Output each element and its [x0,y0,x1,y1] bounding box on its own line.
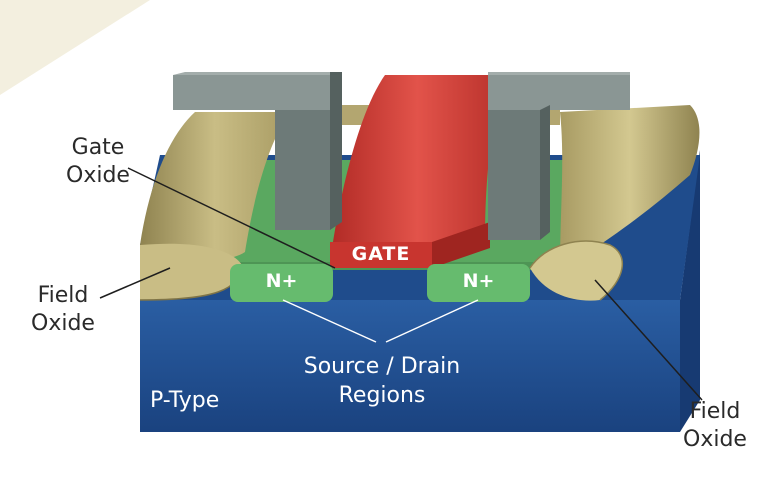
leader-gate-oxide [127,167,336,269]
field-oxide-right-label: Field Oxide [683,399,747,452]
contact-left [173,72,342,230]
field-oxide-left [139,112,290,301]
n-plus-region-right [427,264,530,302]
gate-electrode [330,75,505,268]
n-plus-left-label: N+ [265,270,298,292]
leader-field-oxide-left [99,267,171,299]
field-oxide-left-label: Field Oxide [31,283,95,336]
n-plus-right-label: N+ [462,270,495,292]
p-type-label: P-Type [150,388,220,413]
leader-source-drain-left [282,299,377,343]
n-plus-region-left [230,264,333,302]
source-drain-label: Source / Drain Regions [303,354,461,408]
gate-oxide-label: Gate Oxide [66,135,130,188]
background-tint [0,0,150,95]
leader-field-oxide-right [594,279,703,401]
contact-right [488,72,630,240]
gate-label: GATE [351,243,411,265]
leader-source-drain-right [385,299,479,343]
